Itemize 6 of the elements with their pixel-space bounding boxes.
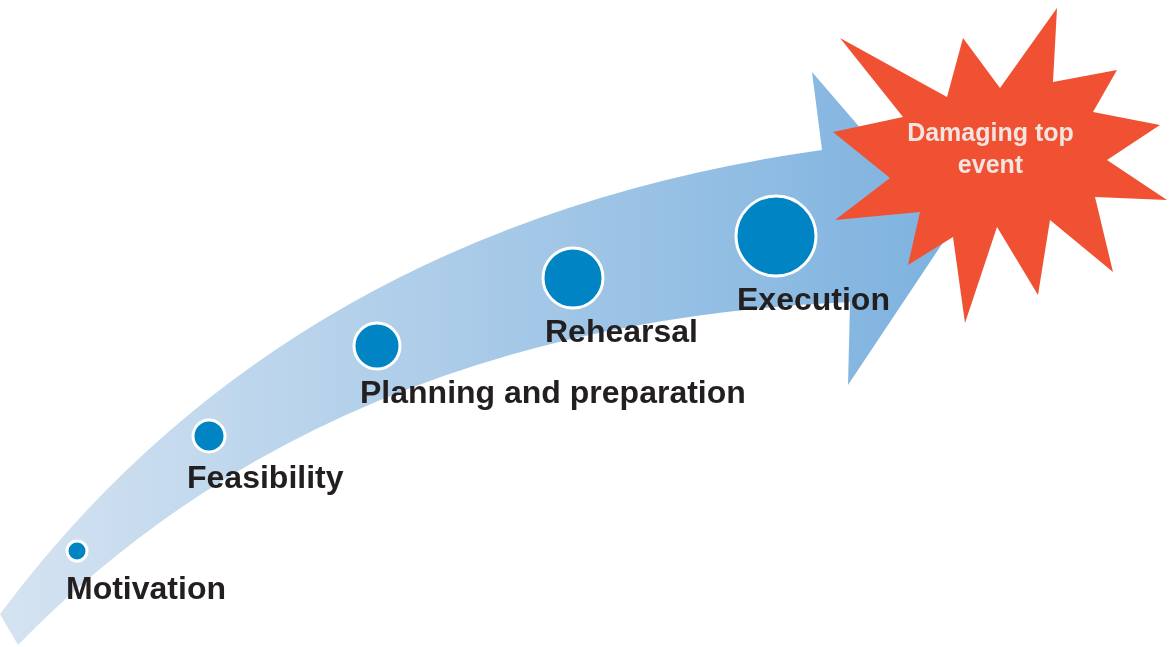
event-label: Damaging top event — [906, 117, 1075, 180]
stage-label: Planning and preparation — [360, 373, 746, 411]
stage-label: Feasibility — [187, 458, 344, 496]
stage-label: Motivation — [66, 569, 226, 607]
stage-label: Rehearsal — [545, 312, 698, 350]
stage-label: Execution — [737, 280, 890, 318]
